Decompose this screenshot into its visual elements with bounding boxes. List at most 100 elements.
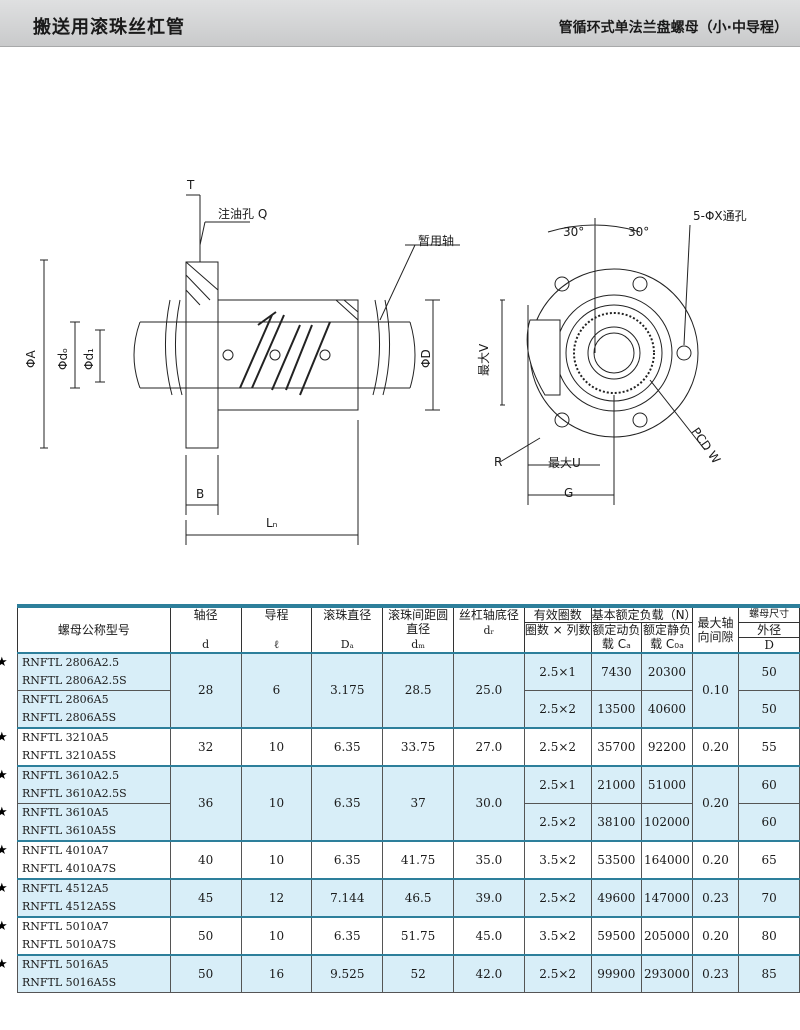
- cell-backlash: 0.20: [691, 765, 740, 842]
- label-angle-2: 30°: [628, 225, 650, 239]
- page-header: 搬送用滚珠丝杠管 管循环式单法兰盘螺母（小·中导程）: [0, 0, 800, 47]
- label-phi-a: ΦA: [24, 350, 38, 368]
- cell-outer: 50: [738, 690, 800, 729]
- cell-pcd: 46.5: [382, 878, 454, 918]
- cell-backlash: 0.23: [691, 878, 740, 918]
- cell-outer: 60: [738, 765, 800, 804]
- cell-dyn: 59500: [590, 916, 643, 956]
- col-load: 基本额定负载（N）: [590, 604, 697, 623]
- cell-dyn: 53500: [590, 840, 643, 880]
- cell-stat: 51000: [641, 765, 693, 804]
- cell-outer: 70: [738, 878, 800, 918]
- label-g: G: [564, 486, 574, 500]
- cell-turns: 2.5×1: [523, 765, 592, 804]
- cell-outer: 50: [738, 652, 800, 691]
- cell-stat: 164000: [641, 840, 693, 880]
- page-title: 搬送用滚珠丝杠管: [33, 17, 185, 38]
- cell-stat: 147000: [641, 878, 693, 918]
- label-ln: Lₙ: [266, 516, 278, 530]
- shaft: [140, 321, 410, 389]
- cell-lead: 10: [240, 840, 313, 880]
- label-phi-d: ΦD: [419, 349, 433, 368]
- cell-stat: 20300: [641, 652, 693, 691]
- col-stat: 额定静负载 C₀ₐ: [641, 622, 693, 654]
- label-oil-hole: 注油孔 Q: [218, 207, 268, 221]
- cell-d: 32: [169, 727, 242, 767]
- col-turns: 有效圈数: [523, 604, 592, 623]
- cell-d: 40: [169, 840, 242, 880]
- cell-d: 36: [169, 765, 242, 842]
- cell-pcd: 33.75: [382, 727, 454, 767]
- page-subtitle: 管循环式单法兰盘螺母（小·中导程）: [558, 20, 788, 36]
- label-max-u: 最大U: [548, 456, 581, 470]
- col-backlash: 最大轴向间隙: [691, 604, 740, 654]
- cell-ball: 6.35: [311, 840, 384, 880]
- label-angle-1: 30°: [563, 225, 585, 239]
- col-nut-size: 螺母尺寸: [738, 604, 800, 623]
- cell-stat: 293000: [641, 954, 693, 993]
- cell-dyn: 7430: [590, 652, 643, 691]
- label-phi-d0: Φdₒ: [56, 347, 70, 370]
- cell-lead: 10: [240, 765, 313, 842]
- cell-turns: 3.5×2: [523, 916, 592, 956]
- col-model: 螺母公称型号: [17, 604, 171, 654]
- cell-backlash: 0.20: [691, 840, 740, 880]
- label-t: T: [187, 178, 195, 192]
- label-through-hole: 5-ΦX通孔: [693, 209, 747, 223]
- flange: [185, 261, 219, 449]
- cell-ball: 9.525: [311, 954, 384, 993]
- cell-turns: 2.5×2: [523, 727, 592, 767]
- cell-turns: 2.5×2: [523, 690, 592, 729]
- cell-pcd: 41.75: [382, 840, 454, 880]
- col-dyn: 额定动负载 Cₐ: [590, 622, 643, 654]
- ball-screw-drawing: [40, 194, 706, 545]
- cell-ball: 6.35: [311, 727, 384, 767]
- cell-backlash: 0.23: [691, 954, 740, 993]
- cell-lead: 12: [240, 878, 313, 918]
- cell-stat: 40600: [641, 690, 693, 729]
- cell-backlash: 0.20: [691, 727, 740, 767]
- cell-stat: 92200: [641, 727, 693, 767]
- cell-outer: 55: [738, 727, 800, 767]
- cell-d: 50: [169, 954, 242, 993]
- label-max-v: 最大V: [477, 343, 491, 376]
- cell-outer: 65: [738, 840, 800, 880]
- label-temp-shaft: 暂用轴: [418, 234, 455, 248]
- cell-ball: 7.144: [311, 878, 384, 918]
- cell-root: 25.0: [453, 652, 525, 729]
- cell-turns: 2.5×1: [523, 652, 592, 691]
- cell-lead: 10: [240, 727, 313, 767]
- cell-dyn: 35700: [590, 727, 643, 767]
- cell-dyn: 49600: [590, 878, 643, 918]
- cell-turns: 3.5×2: [523, 840, 592, 880]
- cell-dyn: 38100: [590, 803, 643, 842]
- cell-turns: 2.5×2: [523, 878, 592, 918]
- cell-root: 35.0: [453, 840, 525, 880]
- cell-d: 28: [169, 652, 242, 729]
- cell-dyn: 99900: [590, 954, 643, 993]
- cell-outer: 60: [738, 803, 800, 842]
- cell-stat: 102000: [641, 803, 693, 842]
- cell-turns: 2.5×2: [523, 803, 592, 842]
- col-outer-sym: D: [738, 637, 800, 654]
- cell-backlash: 0.10: [691, 652, 740, 729]
- cell-dyn: 13500: [590, 690, 643, 729]
- cell-ball: 6.35: [311, 916, 384, 956]
